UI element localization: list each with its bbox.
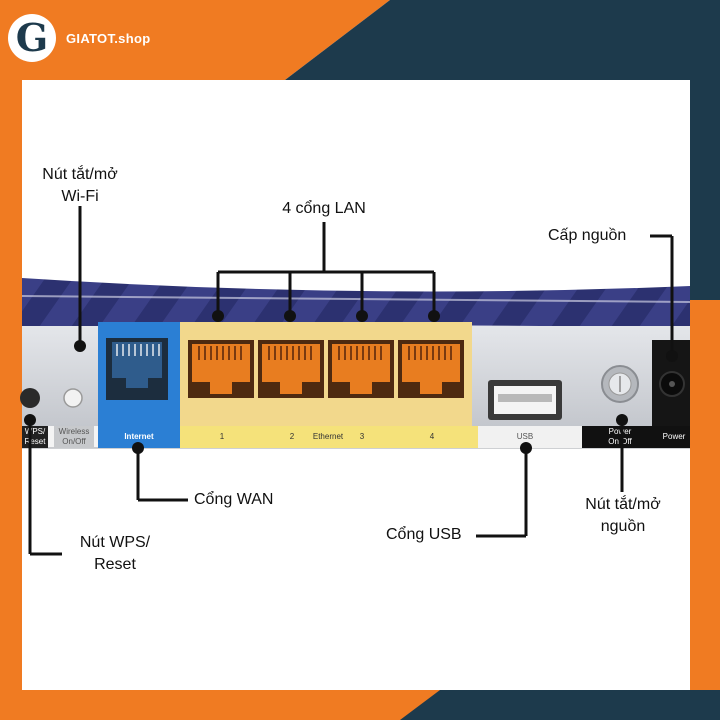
lan4-port-label: 4 [429, 432, 435, 441]
power-jack-label: Power [662, 432, 686, 441]
wps-reset-port-label: WPS/ Reset [24, 427, 46, 446]
wps-reset-button-shape [20, 388, 40, 408]
callout-wifi-button: Nút tắt/mở Wi-Fi [42, 166, 118, 205]
wireless-port-label: Wireless On/Off [58, 427, 90, 446]
power-onoff-port-label: Power On Off [608, 427, 632, 446]
lan-port-shapes [188, 340, 464, 398]
brand-logo-letter: G [15, 15, 49, 60]
internet-port-label: Internet [124, 432, 154, 441]
lan2-port-label: 2 [289, 432, 295, 441]
callout-power-button: Nút tắt/mở nguồn [585, 496, 661, 535]
ethernet-label: Ethernet [312, 432, 344, 441]
callout-wps-reset: Nút WPS/ Reset [79, 534, 151, 573]
brand-name: GIATOT.shop [66, 31, 151, 46]
callout-lan-ports: 4 cổng LAN [282, 200, 366, 217]
lan3-port-label: 3 [359, 432, 365, 441]
brand-logo: G [8, 14, 56, 62]
usb-port-label: USB [516, 432, 534, 441]
lan1-port-label: 1 [219, 432, 225, 441]
callout-power-input: Cấp nguồn [548, 227, 627, 244]
callout-usb-port: Cổng USB [386, 526, 462, 543]
callout-wan-port: Cổng WAN [194, 491, 274, 508]
